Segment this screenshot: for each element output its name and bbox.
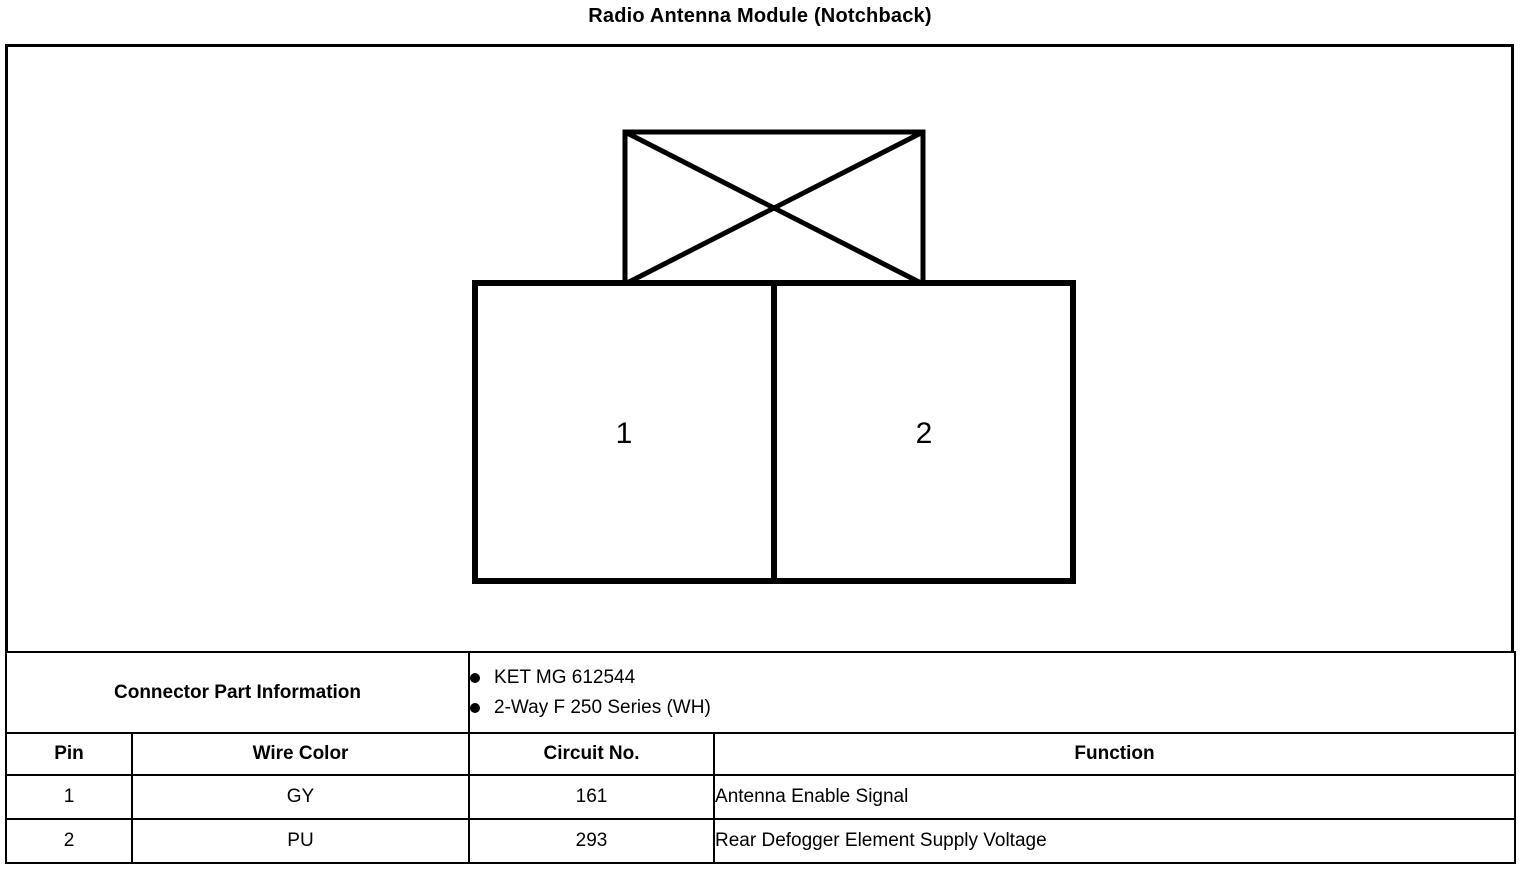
table-header-row: Pin Wire Color Circuit No. Function <box>5 732 1517 776</box>
cell-function: Antenna Enable Signal <box>713 774 1517 820</box>
connector-part-description: 2-Way F 250 Series (WH) <box>494 696 711 718</box>
cell-circuit-no: 161 <box>468 774 716 820</box>
connector-info-table: Connector Part Information KET MG 612544… <box>4 651 1517 864</box>
cell-wire-color: PU <box>130 818 471 864</box>
connector-part-information-label: Connector Part Information <box>4 651 471 734</box>
diagram-frame: 1 2 Connector Part Information KET MG 61… <box>4 44 1517 864</box>
connector-part-number: KET MG 612544 <box>494 666 636 688</box>
connector-part-information-row: Connector Part Information KET MG 612544… <box>4 651 1517 734</box>
connector-part-item: KET MG 612544 <box>470 663 1514 693</box>
column-header-wire-color: Wire Color <box>130 732 471 776</box>
table-row: 2 PU 293 Rear Defogger Element Supply Vo… <box>5 818 1517 864</box>
column-header-function: Function <box>713 732 1517 776</box>
connector-drawing: 1 2 <box>472 129 1076 584</box>
latch-cross-diagonal-2 <box>623 129 925 287</box>
connector-part-item: 2-Way F 250 Series (WH) <box>470 693 1514 723</box>
cell-circuit-no: 293 <box>468 818 716 864</box>
table-row: 1 GY 161 Antenna Enable Signal <box>5 774 1517 820</box>
cell-function: Rear Defogger Element Supply Voltage <box>713 818 1517 864</box>
cavity-label-2: 2 <box>916 417 933 450</box>
page-title: Radio Antenna Module (Notchback) <box>588 5 932 27</box>
bullet-icon <box>470 672 481 683</box>
cell-pin: 2 <box>5 818 133 864</box>
column-header-circuit-no: Circuit No. <box>468 732 716 776</box>
cell-wire-color: GY <box>130 774 471 820</box>
column-header-pin: Pin <box>5 732 133 776</box>
bullet-icon <box>470 702 481 713</box>
connector-part-information-values: KET MG 612544 2-Way F 250 Series (WH) <box>468 651 1517 734</box>
connector-illustration: 1 2 <box>8 47 1511 658</box>
cavity-label-1: 1 <box>616 417 633 450</box>
cell-pin: 1 <box>5 774 133 820</box>
